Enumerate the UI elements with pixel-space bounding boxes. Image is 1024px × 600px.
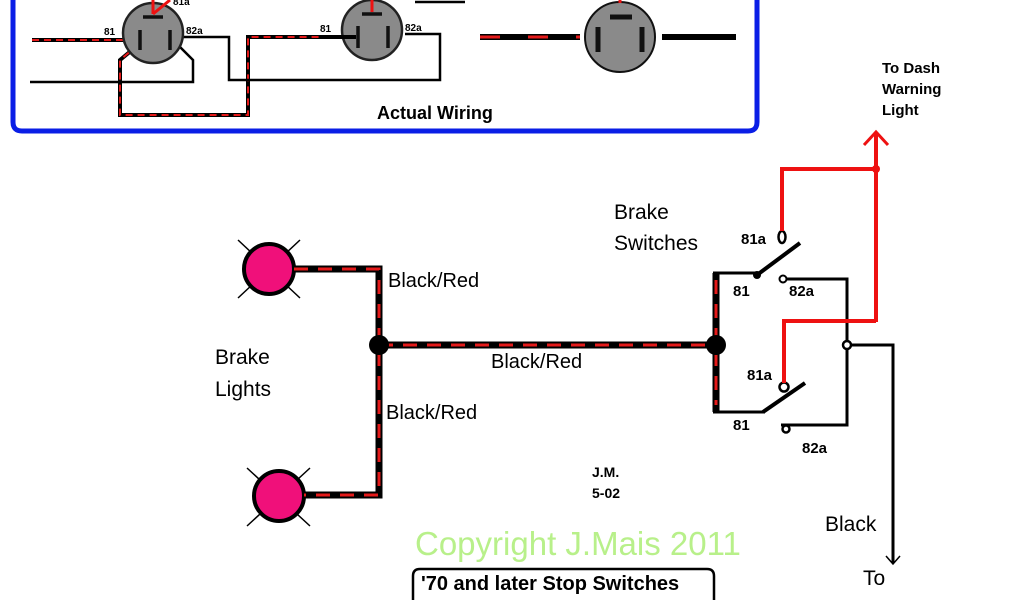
dash-label-line1: To Dash [882,60,940,77]
junction-dot [369,335,389,355]
dash-warning-wiring [780,129,890,383]
inset-connector [480,0,736,73]
to-label: To [863,567,885,590]
arrow-down-icon [885,555,901,566]
inset-s1-terminal-81a: 81a [173,0,190,8]
inset-switch-2: 81 82a [320,0,422,62]
actual-wiring-inset: 81 82a 81a 81 82a Actual Wiring [10,0,760,134]
switch-bottom-terminal-81: 81 [733,417,750,434]
arrow-up-icon [862,129,890,147]
switch-top-terminal-82a: 82a [789,283,815,300]
inset-wire [30,46,195,84]
dash-label-line2: Warning [882,81,941,98]
switch-bottom-terminal-82a: 82a [802,440,828,457]
black-red-wiring [294,265,726,499]
date-label: 5-02 [592,485,620,501]
junction-dot [706,335,726,355]
brake-switch-bottom: 81a 81 82a [713,367,828,457]
brake-lights-label-line2: Lights [215,378,271,401]
brake-switches-label-line2: Switches [614,232,698,255]
switch-bottom-terminal-81a: 81a [747,367,773,384]
caption-label: '70 and later Stop Switches [421,573,679,595]
switch-top-terminal-81: 81 [733,283,750,300]
brake-light-bottom [246,467,311,527]
wire-label-lower: Black/Red [386,402,477,424]
wire-label-middle: Black/Red [491,351,582,373]
lamp-icon [242,242,296,296]
inset-switch-1: 81 82a 81a [104,0,203,65]
lamp-icon [252,469,306,523]
inset-title: Actual Wiring [377,103,493,123]
inset-wire-stripe [119,36,345,116]
inset-s1-terminal-81: 81 [104,27,116,38]
inset-s2-terminal-81: 81 [320,24,332,35]
author-label: J.M. [592,464,619,480]
junction-dot [872,165,880,173]
brake-lights-label-line1: Brake [215,346,270,369]
brake-switch-top: 81a 81 82a [713,229,849,427]
black-wire-label: Black [825,513,877,536]
inset-wire [183,32,442,82]
black-output-wire [841,339,901,566]
inset-border [10,0,760,134]
brake-light-top [237,239,301,299]
caption-box [411,567,716,600]
dash-label-line3: Light [882,102,919,119]
inset-s2-terminal-82a: 82a [405,23,422,34]
copyright-watermark: Copyright J.Mais 2011 [415,525,741,562]
wire-label-upper: Black/Red [388,270,479,292]
brake-switches-label-line1: Brake [614,201,669,224]
switch-top-terminal-81a: 81a [741,231,767,248]
junction-dot [841,339,853,351]
inset-s1-terminal-82a: 82a [186,26,203,37]
